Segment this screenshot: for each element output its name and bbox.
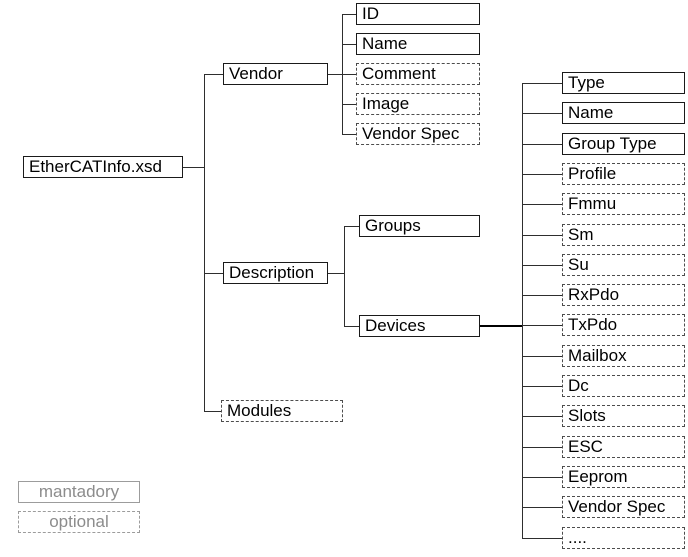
connector-line bbox=[522, 295, 562, 296]
connector-line bbox=[183, 167, 204, 168]
node-image: Image bbox=[356, 93, 480, 115]
connector-line bbox=[522, 83, 562, 84]
connector-line bbox=[522, 507, 562, 508]
connector-line bbox=[522, 204, 562, 205]
node-eeprom: Eeprom bbox=[562, 466, 685, 488]
node-su: Su bbox=[562, 254, 685, 276]
node-rxpdo: RxPdo bbox=[562, 284, 685, 306]
node-id: ID bbox=[356, 3, 480, 25]
connector-line bbox=[342, 44, 356, 45]
node-vendor-spec: Vendor Spec bbox=[356, 123, 480, 145]
node-description: Description bbox=[223, 262, 328, 284]
node-vendor-spec: Vendor Spec bbox=[562, 496, 685, 518]
connector-line bbox=[522, 144, 562, 145]
legend-mandatory-box: mantadory bbox=[18, 481, 140, 503]
connector-line bbox=[204, 411, 221, 412]
connector-line bbox=[522, 447, 562, 448]
connector-line bbox=[204, 74, 205, 412]
node-modules: Modules bbox=[221, 400, 343, 422]
connector-line bbox=[328, 273, 344, 274]
node-sm: Sm bbox=[562, 224, 685, 246]
node-mailbox: Mailbox bbox=[562, 345, 685, 367]
connector-line bbox=[342, 14, 343, 135]
connector-line bbox=[522, 477, 562, 478]
connector-line bbox=[342, 134, 356, 135]
node-fmmu: Fmmu bbox=[562, 193, 685, 215]
connector-line bbox=[342, 104, 356, 105]
node-name: Name bbox=[562, 102, 685, 124]
connector-line bbox=[344, 226, 345, 327]
connector-line bbox=[522, 113, 562, 114]
node-slots: Slots bbox=[562, 405, 685, 427]
connector-line bbox=[522, 538, 562, 539]
connector-line bbox=[522, 174, 562, 175]
connector-line bbox=[342, 14, 356, 15]
connector-line bbox=[344, 226, 359, 227]
node-profile: Profile bbox=[562, 163, 685, 185]
connector-line bbox=[480, 325, 522, 327]
node-groups: Groups bbox=[359, 215, 480, 237]
connector-line bbox=[522, 386, 562, 387]
node-txpdo: TxPdo bbox=[562, 314, 685, 336]
node-comment: Comment bbox=[356, 63, 480, 85]
connector-line bbox=[204, 273, 223, 274]
node-devices: Devices bbox=[359, 315, 480, 337]
connector-line bbox=[522, 83, 523, 539]
node-dc: Dc bbox=[562, 375, 685, 397]
connector-line bbox=[522, 235, 562, 236]
node-ellipsis: .... bbox=[562, 527, 685, 549]
legend-optional-box: optional bbox=[18, 511, 140, 533]
node-type: Type bbox=[562, 72, 685, 94]
node-vendor: Vendor bbox=[223, 63, 328, 85]
connector-line bbox=[522, 265, 562, 266]
node-name: Name bbox=[356, 33, 480, 55]
node-ethercatinfo-xsd: EtherCATInfo.xsd bbox=[23, 156, 183, 178]
connector-line bbox=[522, 356, 562, 357]
connector-line bbox=[522, 325, 562, 326]
connector-line bbox=[204, 74, 223, 75]
node-group-type: Group Type bbox=[562, 133, 685, 155]
node-esc: ESC bbox=[562, 436, 685, 458]
connector-line bbox=[344, 326, 359, 327]
connector-line bbox=[522, 416, 562, 417]
